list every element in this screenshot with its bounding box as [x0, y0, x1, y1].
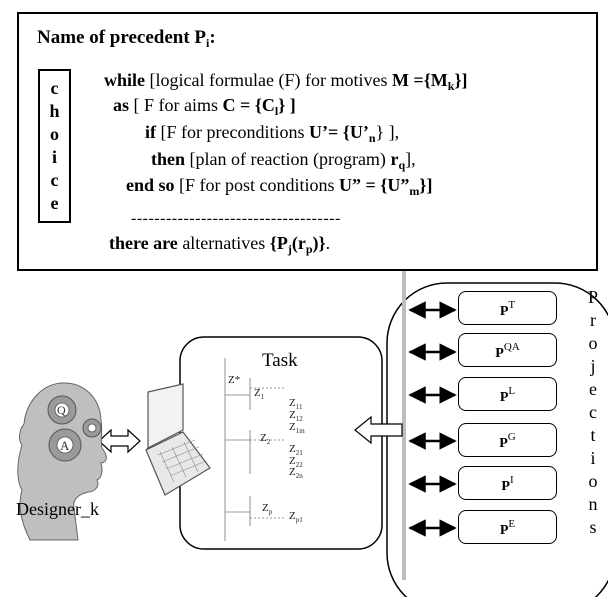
choice-box: c h o i c e [38, 69, 71, 223]
projection-box-l: PL [458, 377, 557, 411]
choice-letter: h [49, 101, 60, 121]
task-tree [224, 358, 285, 541]
projections-letter: i [590, 448, 596, 468]
choice-letter: e [50, 193, 59, 213]
task-label: Task [262, 350, 298, 371]
designer-head-letter-q: Q [57, 403, 66, 417]
tree-node-z12: Z12 [289, 409, 303, 424]
tree-node-z1: Z1 [254, 387, 265, 402]
choice-letter: c [50, 78, 59, 98]
projection-box-e: PE [458, 510, 557, 544]
laptop-icon [145, 383, 211, 496]
line-alternatives: there are alternatives {Pj(rp)}. [109, 233, 331, 256]
designer-head-letter-a: A [60, 438, 70, 453]
line-as: as [ F for aims C = {Cl} ] [113, 95, 296, 118]
projections-letter: j [590, 356, 596, 376]
tree-node-z21: Z21 [289, 443, 303, 458]
projection-box-t: PT [458, 291, 557, 325]
choice-letter: o [50, 124, 59, 144]
choice-letter: c [50, 170, 59, 190]
projections-letter: n [588, 494, 598, 514]
projections-letter: o [588, 333, 598, 353]
tree-node-z22: Z22 [289, 455, 303, 470]
hollow-arrow-to-task [354, 415, 403, 445]
tree-node-root: Z* [228, 374, 241, 386]
connector-bar [402, 255, 406, 580]
designer-head-icon: Q A [17, 382, 107, 541]
designer-label: Designer_k [16, 499, 99, 519]
precedent-box: Name of precedent Pi: c h o i c e while … [17, 12, 598, 271]
tree-node-z11: Z11 [289, 397, 303, 412]
projections-letter: c [589, 402, 597, 422]
precedent-title: Name of precedent Pi: [37, 27, 216, 50]
projections-letter: s [589, 517, 597, 537]
projection-box-g: PG [458, 423, 557, 457]
projection-arrows [408, 301, 457, 537]
projections-letter: P [587, 287, 598, 307]
choice-letter: i [51, 147, 57, 167]
projection-box-i: PI [458, 466, 557, 500]
projections-letter: e [589, 379, 597, 399]
tree-node-z2: Z2 [260, 432, 271, 447]
line-if: if [F for preconditions U’= {U’n} ], [145, 122, 400, 145]
line-end-so: end so [F for post conditions U” = {U”m}… [126, 175, 433, 198]
projections-letter: r [590, 310, 596, 330]
tree-node-z1m: Z1m [289, 421, 305, 436]
projection-box-qa: PQA [458, 333, 557, 367]
line-then: then [plan of reaction (program) rq], [151, 149, 416, 172]
tree-node-zp: Zp [262, 502, 273, 517]
projections-letter: t [590, 425, 596, 445]
separator-dashes: ------------------------------------ [131, 210, 341, 227]
projections-letter: o [588, 471, 598, 491]
hollow-double-arrow [98, 428, 141, 454]
tree-node-zp1: Zp1 [289, 510, 303, 525]
line-while: while [logical formulae (F) for motives … [104, 70, 468, 93]
tree-node-z2n: Z2n [289, 466, 303, 481]
